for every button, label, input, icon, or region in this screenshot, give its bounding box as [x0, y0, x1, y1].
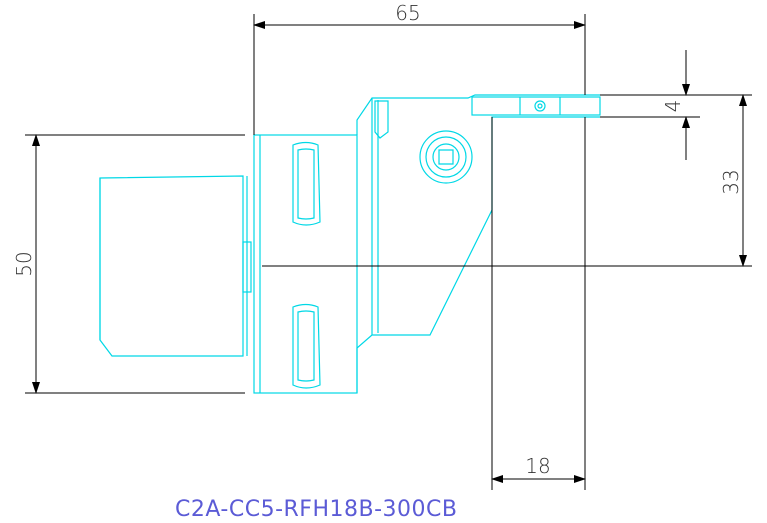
dim-height-left: 50	[12, 251, 36, 276]
dim-width-top: 65	[395, 1, 420, 25]
dim-slot-width: 4	[661, 100, 685, 113]
dim-bottom-width: 18	[525, 454, 550, 478]
dim-offset-right: 33	[719, 169, 743, 194]
dimension-lines	[25, 14, 752, 490]
part-number-label: C2A-CC5-RFH18B-300CB	[175, 497, 458, 522]
tool-holder-outline	[99, 94, 601, 394]
